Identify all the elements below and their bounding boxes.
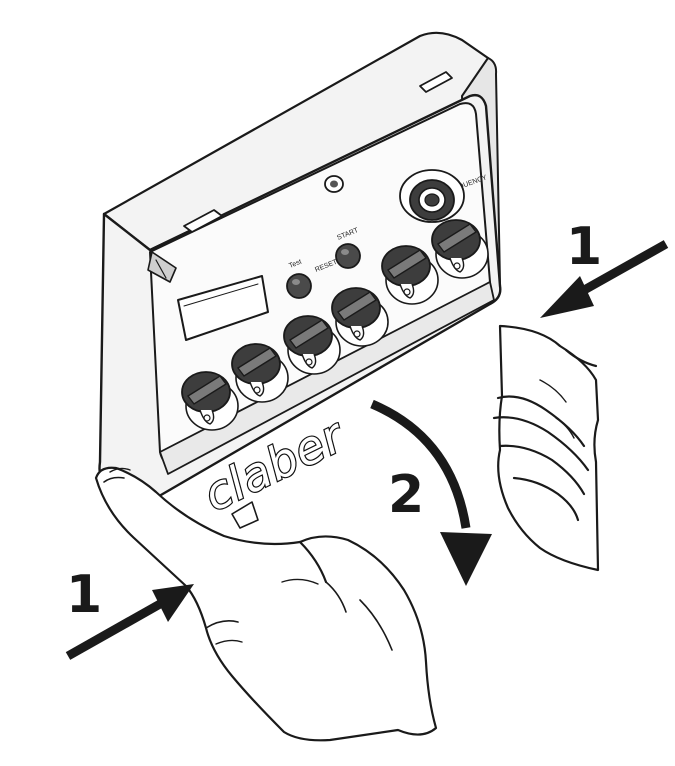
panel-buttons [286, 243, 361, 299]
device-top-slot-right [419, 71, 453, 93]
station-knob [381, 245, 439, 305]
test-label: Test [288, 259, 303, 270]
device-top-slot-left [183, 209, 223, 233]
frequency-dial [399, 169, 465, 223]
device-hinge [147, 251, 177, 283]
station-knob [231, 343, 289, 403]
station-knob [331, 287, 389, 347]
station-knob [283, 315, 341, 375]
push-arrow-right [540, 240, 669, 318]
curved-arrow [370, 399, 492, 586]
device-foot [231, 501, 259, 529]
station-knob [181, 371, 239, 431]
right-hand [492, 324, 600, 572]
station-knob [431, 219, 489, 279]
step-2-label: 2 [388, 465, 424, 525]
step-1-label-right: 1 [566, 217, 602, 277]
station-knobs [181, 219, 489, 431]
lcd-display [177, 275, 269, 341]
left-hand [94, 466, 438, 742]
step-1-label-left: 1 [66, 565, 102, 625]
test-button [286, 273, 312, 299]
start-button [335, 243, 361, 269]
push-arrow-left [65, 584, 194, 660]
